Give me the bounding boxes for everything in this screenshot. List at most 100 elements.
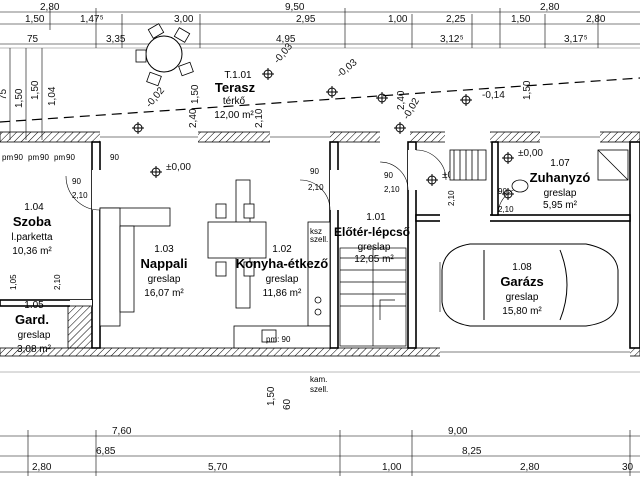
dining-table [207, 203, 267, 277]
room-name: Gard. [15, 312, 49, 327]
room-floor: l.parketta [11, 232, 53, 243]
dim-top-0: 2,80 [40, 2, 60, 13]
door-b-w: 90 [310, 167, 319, 176]
terrace-area: 12,00 m² [214, 110, 254, 121]
level-text-3: -0,02 [144, 85, 167, 110]
room-floor: greslap [18, 330, 51, 341]
door-d-h: 2,10 [498, 205, 514, 214]
dim-b2-1: 8,25 [462, 446, 482, 457]
room-id: 1.07 [550, 158, 570, 169]
opening-v-210: 2,10 [254, 108, 265, 128]
dim-left-2: 1,04 [47, 86, 58, 106]
pm-5: 90 [66, 153, 75, 162]
dim-left-0: 75 [0, 88, 9, 100]
room-name: Zuhanyzó [530, 170, 591, 185]
room-name: Előtér-lépcső [334, 225, 410, 239]
room-floor: greslap [266, 274, 299, 285]
room-name: Garázs [500, 274, 543, 289]
door-a-w: 90 [72, 177, 81, 186]
room-id: 1.05 [24, 300, 44, 311]
room-garazs: 1.08 Garázs greslap 15,80 m² [500, 262, 543, 317]
dim-b3-2: 1,00 [382, 462, 402, 473]
room-area: 10,36 m² [12, 246, 52, 257]
room-eloter: 1.01 Előtér-lépcső greslap 12,05 m² [334, 212, 410, 265]
room-id: 1.02 [272, 244, 292, 255]
room-floor: greslap [148, 274, 181, 285]
terrace-floor: térkő [223, 96, 246, 107]
door-c-w: 90 [384, 171, 393, 180]
terrace-name: Terasz [215, 80, 256, 95]
pm-3: 90 [40, 153, 49, 162]
dim-b2-0: 6,85 [96, 446, 116, 457]
room-id: 1.08 [512, 262, 532, 273]
pm-4: pm [54, 153, 65, 162]
room-floor: greslap [544, 188, 577, 199]
room-name: Konyha-étkező [236, 256, 329, 271]
opening-v-240a: 2,40 [188, 108, 199, 128]
level-markers [132, 68, 514, 200]
room-name: Szoba [13, 214, 52, 229]
dim-r2-4: 3,17⁵ [564, 34, 588, 45]
room-floor: greslap [358, 242, 391, 253]
pm-1: 90 [14, 153, 23, 162]
top-dimension-lines: 2,80 9,50 2,80 1,50 1,47⁵ 3,00 2,95 1,00… [0, 2, 640, 49]
dim-r1-2: 3,00 [174, 14, 194, 25]
room-id: 1.03 [154, 244, 174, 255]
door-d-w: 90 [498, 187, 507, 196]
bathroom-fixtures [449, 149, 629, 193]
roof-overhang-line [0, 77, 640, 123]
dim-r1-6: 1,50 [511, 14, 531, 25]
dim-r1-1: 1,47⁵ [80, 14, 104, 25]
door-a-h: 2,10 [72, 191, 88, 200]
room-name: Nappali [141, 256, 188, 271]
terrace-id: T.1.01 [224, 70, 252, 81]
pm-bottom: pm: 90 [266, 335, 291, 344]
opening-v-150a: 1,50 [190, 84, 201, 104]
wardrobe-hatch [67, 305, 93, 349]
dim-b3-3: 2,80 [520, 462, 540, 473]
door-c-h: 2,10 [384, 185, 400, 194]
level-text-0: ±0,00 [166, 162, 191, 173]
terrace-table [135, 23, 194, 87]
opening-v-240b: 2,40 [396, 90, 407, 110]
ksz-szell: szell. [310, 235, 328, 244]
dim-r1-3: 2,95 [296, 14, 316, 25]
room-area: 12,05 m² [354, 254, 394, 265]
szell-label: szell. [310, 385, 328, 394]
room-id: 1.04 [24, 202, 44, 213]
left-dimension-lines: 75 1,50 1,50 1,04 [0, 48, 58, 140]
dim-r2-3: 3,12⁵ [440, 34, 464, 45]
bottom-dimension-lines: 7,60 9,00 6,85 8,25 2,80 5,70 1,00 2,80 … [0, 371, 640, 476]
dim-top-2: 2,80 [540, 2, 560, 13]
room-floor: greslap [506, 292, 539, 303]
dim-b3-4: 30 [622, 462, 634, 473]
car [439, 243, 619, 327]
dim-r1-4: 1,00 [388, 14, 408, 25]
ksz-label: ksz [310, 227, 322, 236]
level-text-6: -0,14 [482, 90, 505, 101]
pm-6: 90 [110, 153, 119, 162]
walls [0, 131, 640, 357]
stairs [339, 247, 407, 347]
room-id: 1.01 [366, 212, 386, 223]
pm-2: pm [28, 153, 39, 162]
room-konyha: 1.02 Konyha-étkező greslap 11,86 m² [236, 244, 329, 299]
dim-r1-5: 2,25 [446, 14, 466, 25]
level-text-5: -0,03 [335, 57, 360, 80]
room-nappali: 1.03 Nappali greslap 16,07 m² [141, 244, 188, 299]
dim-top-1: 9,50 [285, 2, 305, 13]
pm-labels: pm 90 pm 90 pm 90 90 [2, 153, 119, 162]
dim-r1-0: 1,50 [25, 14, 45, 25]
door-e-h: 2,10 [447, 190, 456, 206]
dim-r2-0: 75 [27, 34, 39, 45]
dim-r2-2: 4,95 [276, 34, 296, 45]
level-text-2: ±0,00 [518, 148, 543, 159]
room-gard: 1.05 Gard. greslap 3,08 m² [15, 300, 52, 355]
room-zuhanyzo: 1.07 Zuhanyzó greslap 5,95 m² [530, 158, 591, 211]
kitchen-counter [233, 221, 331, 349]
dim-below-60: 60 [282, 398, 293, 410]
door-b-h: 2,10 [308, 183, 324, 192]
dim-b1-0: 7,60 [112, 426, 132, 437]
dim-below-150: 1,50 [266, 386, 277, 406]
